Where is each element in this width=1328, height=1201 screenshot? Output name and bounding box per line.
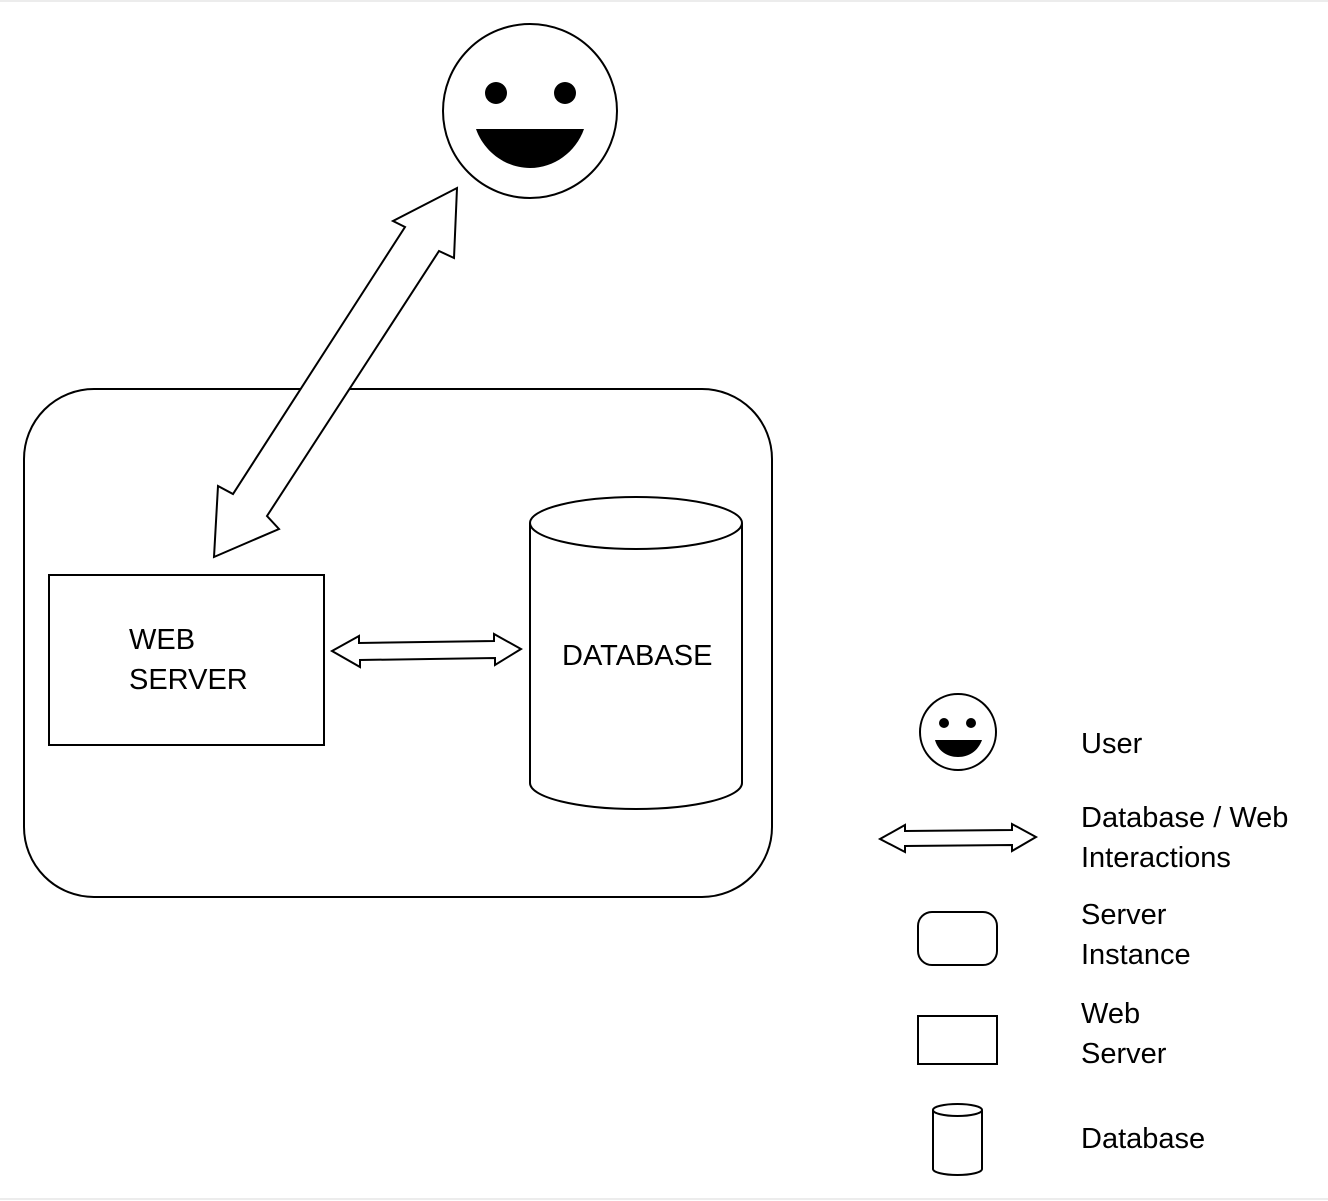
webserver-database-arrow — [329, 632, 523, 669]
legend-user-icon — [919, 693, 997, 771]
web-server-label-line1: WEB — [129, 624, 195, 656]
server-instance-box — [23, 388, 773, 898]
legend-database-label: Database — [1081, 1123, 1205, 1155]
legend-web-server-icon — [917, 1015, 998, 1065]
legend-server-instance-label-line1: Server — [1081, 899, 1167, 931]
user-webserver-arrow — [212, 186, 459, 559]
legend-interactions-arrow — [877, 822, 1039, 854]
legend-user-label: User — [1081, 728, 1143, 760]
web-server-label-line2: SERVER — [129, 664, 248, 696]
legend-interactions-label-line1: Database / Web — [1081, 802, 1288, 834]
legend-web-server-label-line1: Web — [1081, 998, 1140, 1030]
legend-server-instance-icon — [917, 911, 998, 966]
database-cylinder — [529, 496, 743, 810]
legend-server-instance-label-line2: Instance — [1081, 939, 1191, 971]
legend-database-icon — [932, 1103, 983, 1176]
legend-interactions-label-line2: Interactions — [1081, 842, 1231, 874]
legend-web-server-label-line2: Server — [1081, 1038, 1167, 1070]
web-server-box — [48, 574, 325, 746]
user-icon — [442, 23, 618, 199]
database-label: DATABASE — [562, 640, 712, 672]
